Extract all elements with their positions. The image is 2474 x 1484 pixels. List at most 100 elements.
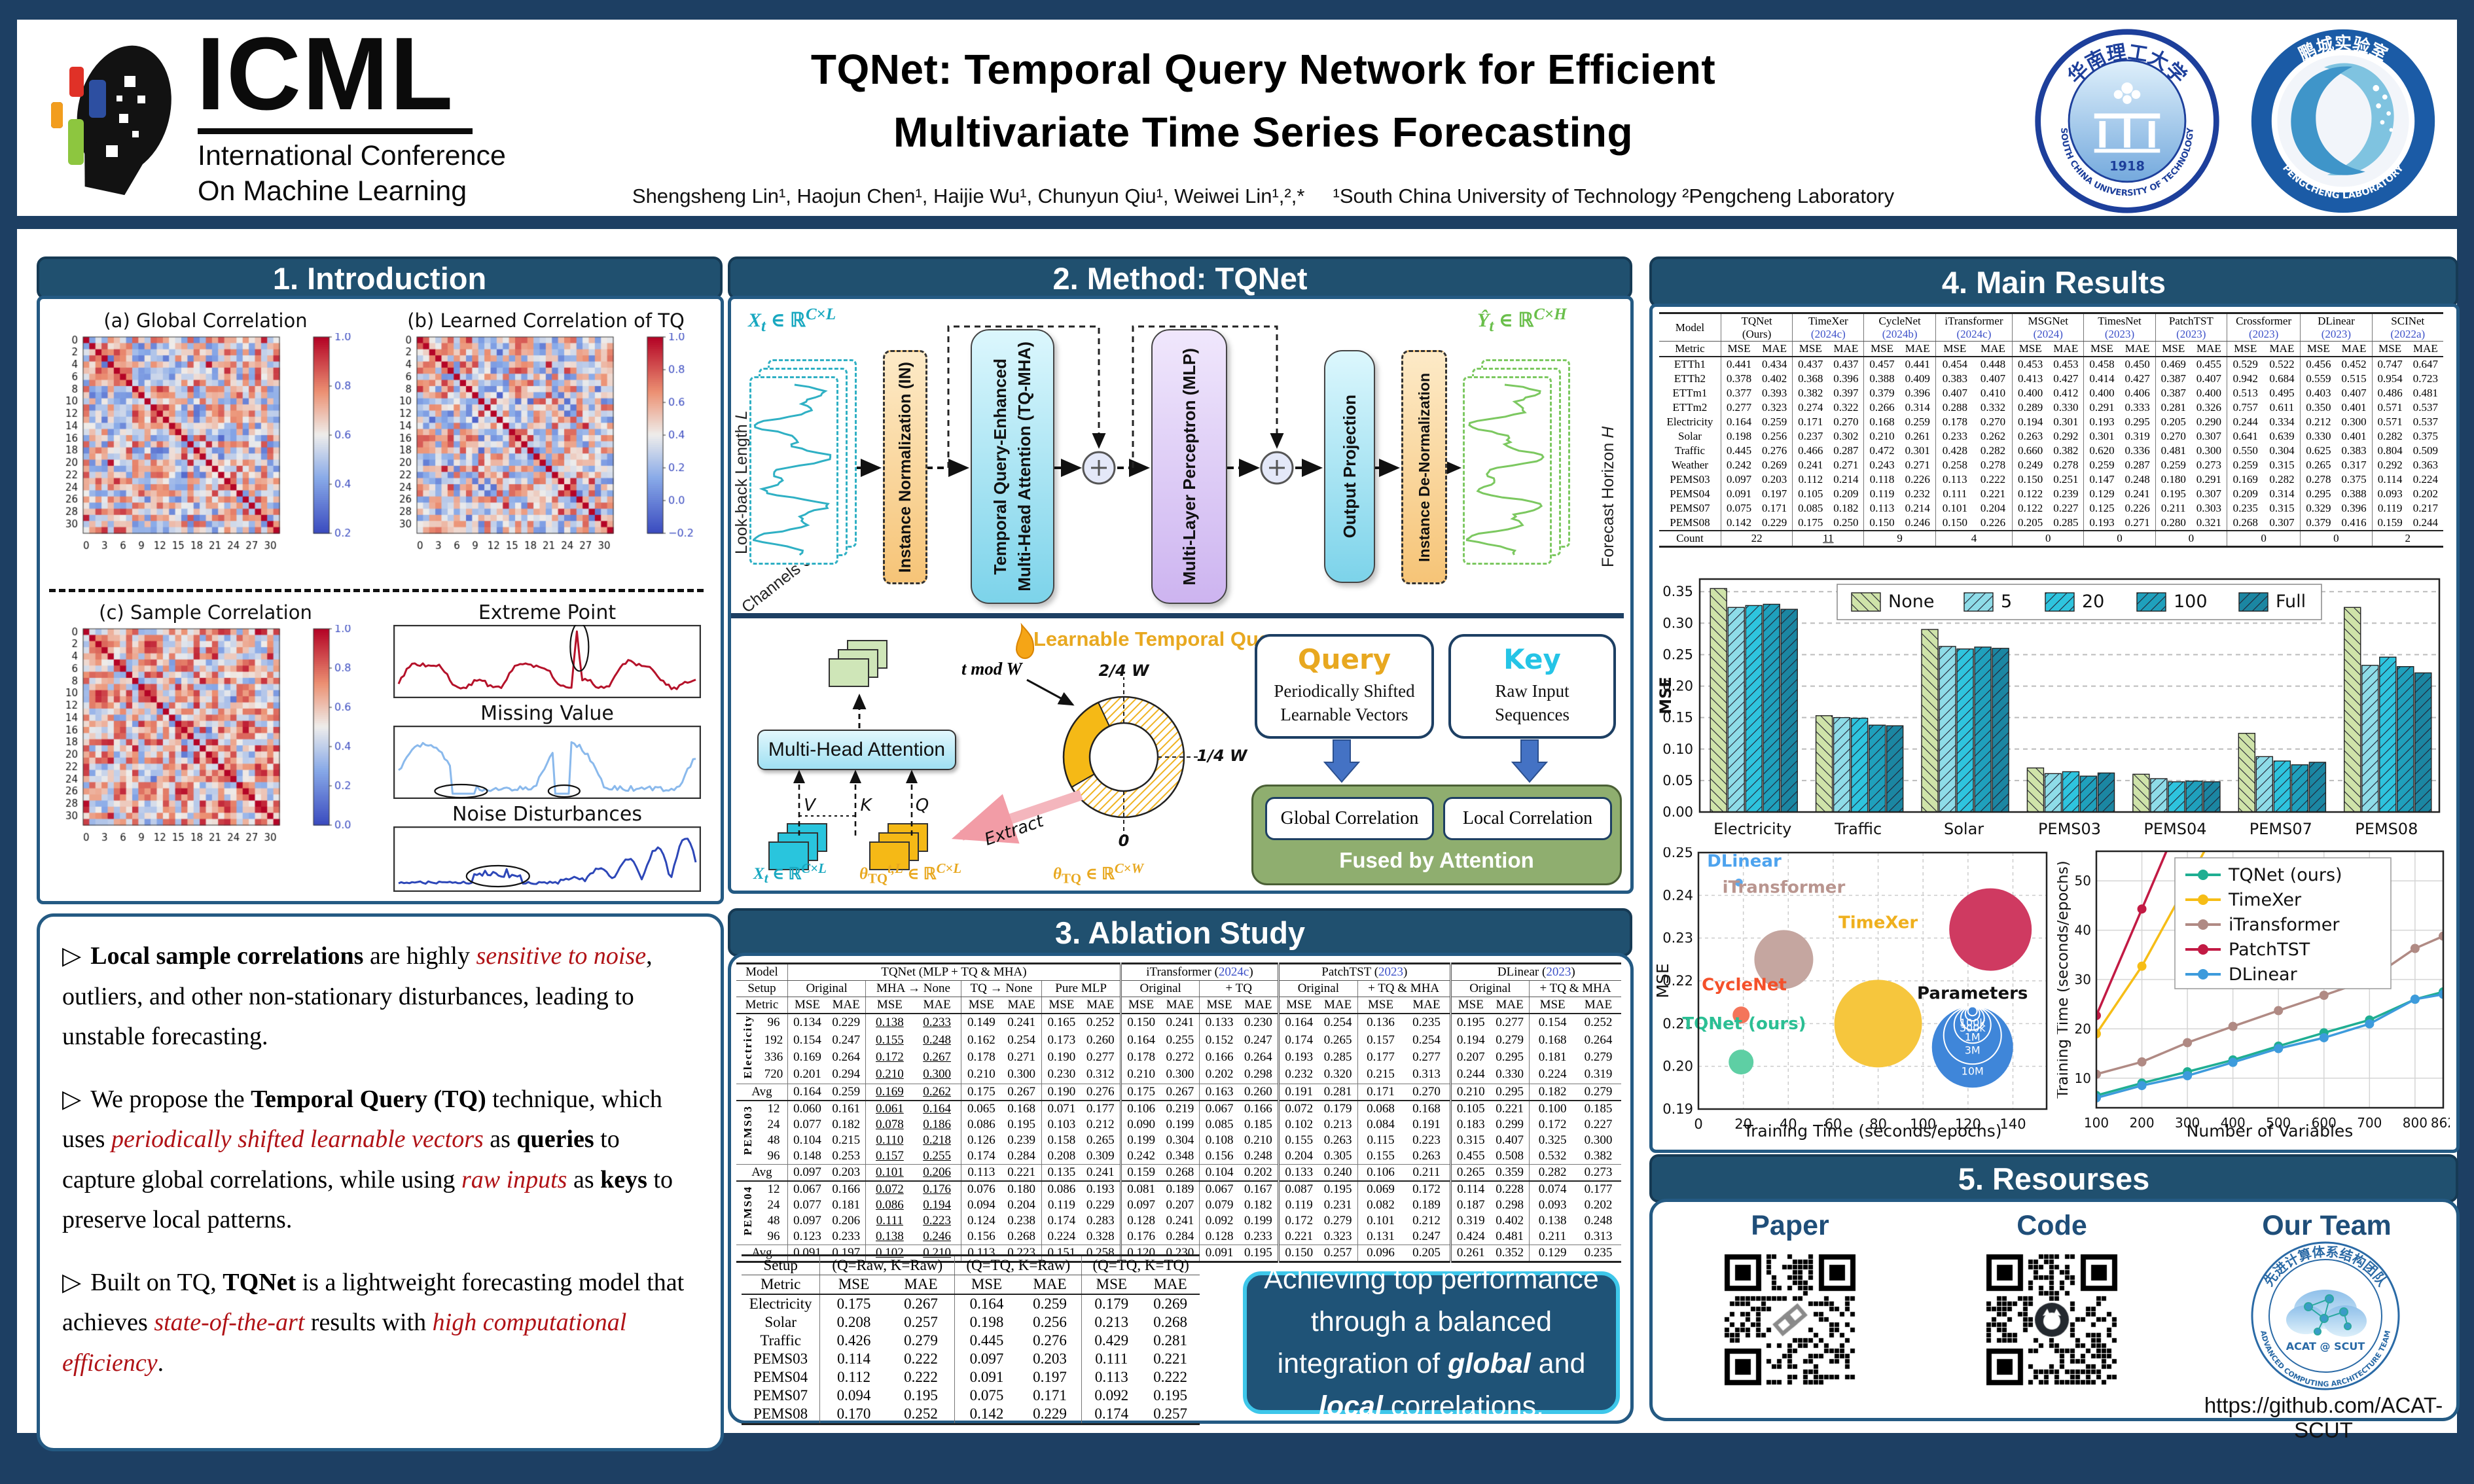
bar-None-Solar xyxy=(1921,629,1939,813)
section-3-title: 3. Ablation Study xyxy=(728,908,1632,957)
svg-text:40: 40 xyxy=(2075,923,2091,938)
icml-acronym: ICML xyxy=(196,16,455,132)
svg-text:140: 140 xyxy=(1999,1116,2026,1132)
bar-Full-PEMS04 xyxy=(2203,781,2221,813)
top-band xyxy=(0,0,2474,20)
svg-text:Parameters: Parameters xyxy=(1917,983,2028,1003)
paper-qr-code[interactable] xyxy=(1714,1244,1866,1396)
bubble-iTransformer xyxy=(1754,930,1814,989)
section-1-label: 1. Introduction xyxy=(272,260,487,296)
bubble-TQNet (ours) xyxy=(1729,1050,1754,1075)
bar-None-Electricity xyxy=(1710,588,1727,813)
svg-text:0.20: 0.20 xyxy=(1662,679,1693,694)
bar-None-PEMS07 xyxy=(2238,733,2256,813)
svg-text:0.22: 0.22 xyxy=(1662,973,1693,989)
svg-text:0.05: 0.05 xyxy=(1662,773,1693,788)
icml-underline xyxy=(198,128,473,134)
svg-text:1/4 W: 1/4 W xyxy=(1197,747,1249,765)
svg-text:DLinear: DLinear xyxy=(1707,852,1782,872)
svg-text:600: 600 xyxy=(2312,1115,2337,1131)
svg-text:PEMS07: PEMS07 xyxy=(2250,820,2312,838)
svg-text:700: 700 xyxy=(2357,1115,2382,1131)
left-band xyxy=(0,0,17,1484)
bar-Full-PEMS08 xyxy=(2414,672,2432,813)
qk-setup-table: Setup(Q=Raw, K=Raw)(Q=TQ, K=Raw)(Q=TQ, K… xyxy=(742,1254,1200,1425)
icml-logo: ICML International Conference On Machine… xyxy=(46,22,530,208)
callout-post: correlations. xyxy=(1382,1390,1545,1422)
svg-text:TimeXer: TimeXer xyxy=(1838,913,1918,932)
svg-text:5: 5 xyxy=(2001,592,2012,612)
svg-text:20: 20 xyxy=(2075,1021,2091,1036)
svg-text:Training Time (seconds/epochs): Training Time (seconds/epochs) xyxy=(1743,1122,2002,1140)
section-1-title: 1. Introduction xyxy=(37,256,723,300)
bar-Full-Electricity xyxy=(1780,609,1798,813)
svg-text:PatchTST: PatchTST xyxy=(2229,940,2310,960)
bar-None-PEMS03 xyxy=(2026,767,2045,813)
heatmap-learned-correlation xyxy=(385,333,709,578)
intro-bullet: ▷We propose the Temporal Query (TQ) tech… xyxy=(62,1085,673,1234)
poster-title: TQNet: Temporal Query Network for Effici… xyxy=(615,38,1911,164)
svg-text:PEMS04: PEMS04 xyxy=(2143,820,2206,838)
intro-bullet: ▷Built on TQ, TQNet is a lightweight for… xyxy=(62,1268,685,1377)
svg-text:10M: 10M xyxy=(1962,1065,1984,1077)
fig-c-title: (c) Sample Correlation xyxy=(99,601,312,624)
bar-20-Solar xyxy=(1956,648,1974,813)
bar-5-PEMS07 xyxy=(2255,756,2274,813)
architecture-arrows xyxy=(855,325,1461,485)
intro-dashed-divider xyxy=(49,589,704,592)
architecture-diagram: Xt ∈ ℝC×L Ŷt ∈ ℝC×H Look-back Length L C… xyxy=(731,299,1624,616)
svg-text:100k: 100k xyxy=(1960,1016,1986,1029)
intro-bullets: ▷Local sample correlations are highly se… xyxy=(62,936,698,1405)
fig-b-title: (b) Learned Correlation of TQ xyxy=(407,309,685,332)
spark-title-extreme: Extreme Point xyxy=(478,601,617,624)
header-divider xyxy=(0,216,2474,229)
fig-a-title: (a) Global Correlation xyxy=(103,309,308,332)
lookback-label: Look-back Length L xyxy=(732,410,751,554)
svg-text:60: 60 xyxy=(1825,1116,1842,1132)
svg-text:K: K xyxy=(860,796,872,815)
svg-text:0.21: 0.21 xyxy=(1662,1016,1693,1031)
bar-5-Traffic xyxy=(1833,716,1851,813)
svg-text:100: 100 xyxy=(2174,592,2208,612)
bar-100-PEMS08 xyxy=(2397,666,2414,813)
intro-figure-panel: (a) Global Correlation (b) Learned Corre… xyxy=(37,296,724,904)
section-2-label: 2. Method: TQNet xyxy=(1052,260,1308,296)
input-tensor-label: Xt ∈ ℝC×L xyxy=(748,306,836,335)
bar-None-PEMS04 xyxy=(2132,773,2150,813)
svg-text:0.10: 0.10 xyxy=(1662,741,1693,757)
tmod-label: t mod W xyxy=(961,659,1022,679)
ablation-table-2: Setup(Q=Raw, K=Raw)(Q=TQ, K=Raw)(Q=TQ, K… xyxy=(742,1254,1200,1425)
svg-text:PEMS08: PEMS08 xyxy=(2355,820,2418,838)
svg-text:MSE: MSE xyxy=(1658,677,1675,715)
bar-100-Solar xyxy=(1974,646,1992,813)
svg-text:DLinear: DLinear xyxy=(2229,964,2298,985)
github-url[interactable]: https://github.com/ACAT-SCUT xyxy=(2204,1393,2443,1442)
svg-text:0.30: 0.30 xyxy=(1662,615,1693,631)
sparkline-extreme-point xyxy=(393,625,701,698)
code-qr-code[interactable] xyxy=(1976,1244,2128,1396)
spark-title-noise: Noise Disturbances xyxy=(452,803,642,826)
svg-text:400: 400 xyxy=(2221,1115,2246,1131)
line-TimeXer xyxy=(2096,851,2206,1034)
bar-20-PEMS07 xyxy=(2273,760,2291,813)
bar-None-Traffic xyxy=(1815,715,1833,813)
method-inner-divider xyxy=(731,613,1624,618)
